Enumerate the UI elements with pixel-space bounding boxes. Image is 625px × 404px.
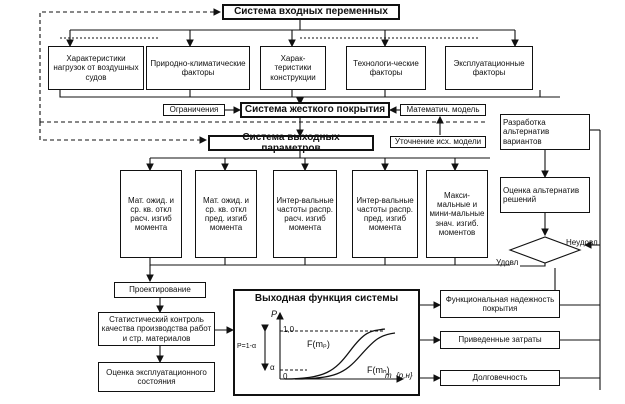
y-axis-label: P <box>271 309 278 319</box>
param-box-4: Интер-вальные частоты распр. пред. изгиб… <box>352 170 418 258</box>
x-axis-label: m_{р,н} <box>385 371 413 380</box>
unsatisfied-label: Неудовл <box>566 238 598 247</box>
feedback-dashed-line <box>39 8 222 122</box>
param-box-5: Макси-мальные и мини-мальные знач. изгиб… <box>426 170 488 258</box>
output-function-title: Выходная функция системы <box>254 293 399 304</box>
probability-label: P=1-α <box>237 343 257 350</box>
zero-tick-label: 0 <box>283 372 288 381</box>
satisfied-label: Удовл <box>496 258 519 267</box>
math-model-box: Математич. модель <box>400 104 486 116</box>
alternatives-development-box: Разработка альтернатив вариантов <box>500 114 590 150</box>
technological-factors-box: Технологи-ческие факторы <box>346 46 426 90</box>
f-mp-label: F(mₚ) <box>307 339 330 349</box>
output-params-system-box: Система выходных параметров <box>208 132 374 154</box>
distribution-graph <box>261 311 405 383</box>
design-box: Проектирование <box>114 282 206 298</box>
climate-factors-box: Природно-климатические факторы <box>146 46 250 90</box>
param-box-2: Мат. ожид. и ср. кв. откл пред. изгиб мо… <box>195 170 257 258</box>
operational-factors-box: Эксплуатационные факторы <box>445 46 533 90</box>
f-mn-label: F(mₙ) <box>367 365 390 375</box>
pavement-system-box: Система жесткого покрытия <box>240 102 390 118</box>
reduced-costs-box: Приведенные затраты <box>440 331 560 349</box>
condition-assessment-box: Оценка эксплуатационного состояния <box>98 362 215 392</box>
feedback-dashed-line-2 <box>39 122 208 144</box>
curve-f-mn <box>294 332 396 380</box>
input-system-box: Система входных переменных <box>222 4 400 20</box>
quality-control-box: Статистический контроль качества произво… <box>98 312 215 346</box>
refine-model-box: Уточнение исх. модели <box>390 136 486 148</box>
param-box-1: Мат. ожид. и ср. кв. откл расч. изгиб мо… <box>120 170 182 258</box>
aircraft-load-box: Характеристики нагрузок от воздушных суд… <box>48 46 144 90</box>
construction-characteristics-box: Харак-теристики конструкции <box>260 46 326 90</box>
output-function-panel: Выходная функция системы P 1,0 α 0 P=1-α… <box>233 289 420 396</box>
functional-reliability-box: Функциональная надежность покрытия <box>440 290 560 318</box>
curve-f-mp <box>284 328 386 380</box>
restrictions-box: Ограничения <box>163 104 225 116</box>
param-box-3: Интер-вальные частоты распр. расч. изгиб… <box>273 170 337 258</box>
alternatives-assessment-box: Оценка альтернатив решений <box>500 177 590 213</box>
durability-box: Долговечность <box>440 370 560 386</box>
alpha-label: α <box>270 363 275 372</box>
one-tick-label: 1,0 <box>283 325 295 334</box>
